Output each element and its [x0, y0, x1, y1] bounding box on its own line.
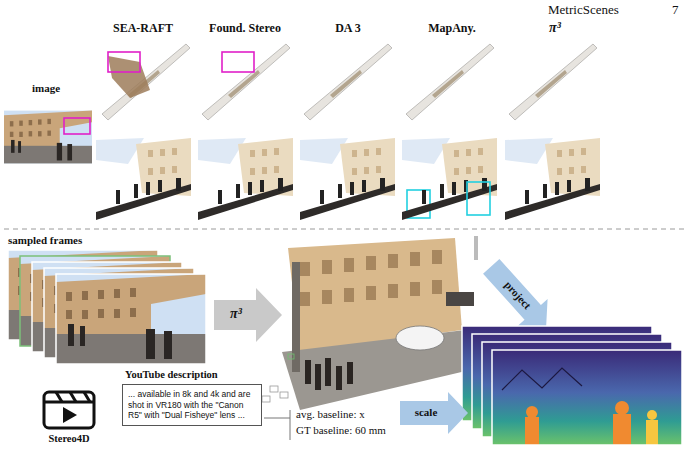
method-heading: Found. Stereo: [209, 22, 281, 35]
box-heading: YouTube description: [125, 369, 218, 380]
arrow-label: project: [502, 279, 533, 312]
baseline-text: GT baseline: 60 mm: [296, 424, 386, 436]
baseline-text: avg. baseline: x: [296, 408, 365, 420]
icon-label: Stereo4D: [48, 433, 89, 445]
arrow-label: scale: [415, 406, 438, 418]
section-heading: sampled frames: [8, 234, 82, 246]
method-heading: π³: [549, 20, 561, 35]
page-number: 7: [672, 3, 679, 17]
method-heading: SEA-RAFT: [113, 22, 173, 35]
arrow-label: π³: [230, 306, 242, 321]
method-heading: DA 3: [335, 22, 361, 35]
description-box: YouTube description... available in 8k a…: [122, 384, 262, 426]
method-heading: MapAny.: [428, 22, 476, 35]
box-text: ... available in 8k and 4k and are shot …: [123, 385, 261, 425]
running-header: MetricScenes: [548, 3, 619, 17]
image-heading: image: [32, 82, 60, 94]
